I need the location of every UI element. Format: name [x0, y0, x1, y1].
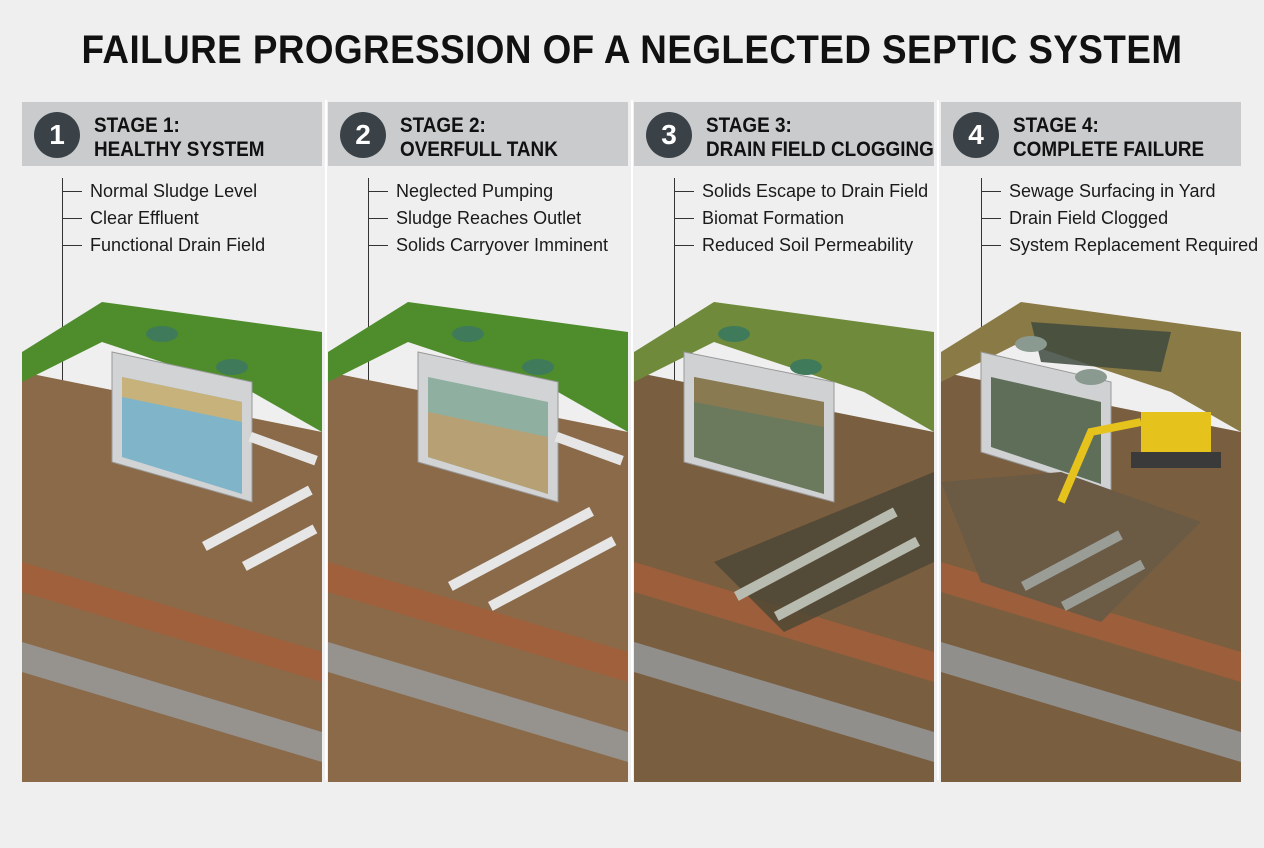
stage-panel-1: 1 STAGE 1: HEALTHY SYSTEM Normal Sludge …	[22, 102, 322, 782]
stage-number-badge: 1	[34, 112, 80, 158]
bullet-item: Neglected Pumping	[368, 178, 628, 205]
bullet-item: Reduced Soil Permeability	[674, 232, 934, 259]
stage-header: 3 STAGE 3: DRAIN FIELD CLOGGING	[634, 102, 934, 166]
stage-label-line1: STAGE 1:	[94, 114, 180, 137]
stage-label-line1: STAGE 3:	[706, 114, 792, 137]
stage-label: STAGE 4: COMPLETE FAILURE	[1013, 114, 1204, 162]
stage-label: STAGE 2: OVERFULL TANK	[400, 114, 558, 162]
bullet-item: Sewage Surfacing in Yard	[981, 178, 1241, 205]
stage-label: STAGE 1: HEALTHY SYSTEM	[94, 114, 264, 162]
panel-divider	[325, 100, 327, 780]
stage-bullets: Normal Sludge Level Clear Effluent Funct…	[62, 178, 322, 259]
septic-cross-section-illustration	[634, 302, 934, 782]
bullet-item: Solids Escape to Drain Field	[674, 178, 934, 205]
stage-label-line2: HEALTHY SYSTEM	[94, 138, 265, 161]
stage-number-badge: 3	[646, 112, 692, 158]
panel-divider	[937, 100, 939, 780]
bullet-item: System Replacement Required	[981, 232, 1258, 259]
bullet-item: Solids Carryover Imminent	[368, 232, 628, 259]
septic-cross-section-illustration	[941, 302, 1241, 782]
panel-divider	[631, 100, 633, 780]
stage-label: STAGE 3: DRAIN FIELD CLOGGING	[706, 114, 934, 162]
sewage-pool	[1031, 322, 1171, 372]
stage-panel-3: 3 STAGE 3: DRAIN FIELD CLOGGING Solids E…	[634, 102, 934, 782]
stage-label-line2: OVERFULL TANK	[400, 138, 558, 161]
stage-number-badge: 2	[340, 112, 386, 158]
stage-panel-4: 4 STAGE 4: COMPLETE FAILURE Sewage Surfa…	[941, 102, 1258, 782]
stage-label-line2: COMPLETE FAILURE	[1013, 138, 1205, 161]
bullet-item: Clear Effluent	[62, 205, 322, 232]
stage-bullets: Sewage Surfacing in Yard Drain Field Clo…	[981, 178, 1258, 259]
grass-surface	[634, 302, 934, 432]
stage-header: 4 STAGE 4: COMPLETE FAILURE	[941, 102, 1241, 166]
leader-line	[674, 178, 675, 402]
stage-label-line1: STAGE 2:	[400, 114, 486, 137]
grass-surface	[328, 302, 628, 432]
bullet-item: Biomat Formation	[674, 205, 934, 232]
stage-label-line1: STAGE 4:	[1013, 114, 1099, 137]
stage-panel-2: 2 STAGE 2: OVERFULL TANK Neglected Pumpi…	[328, 102, 628, 782]
bullet-item: Functional Drain Field	[62, 232, 322, 259]
bullet-item: Drain Field Clogged	[981, 205, 1241, 232]
stage-bullets: Neglected Pumping Sludge Reaches Outlet …	[368, 178, 628, 259]
bullet-item: Normal Sludge Level	[62, 178, 322, 205]
stage-header: 2 STAGE 2: OVERFULL TANK	[328, 102, 628, 166]
leader-line	[981, 178, 982, 352]
stage-label-line2: DRAIN FIELD CLOGGING	[706, 138, 934, 161]
septic-cross-section-illustration	[328, 302, 628, 782]
leader-line	[368, 178, 369, 402]
excavator	[1141, 412, 1211, 452]
page-title: FAILURE PROGRESSION OF A NEGLECTED SEPTI…	[81, 28, 1183, 72]
bullet-item: Sludge Reaches Outlet	[368, 205, 628, 232]
septic-cross-section-illustration	[22, 302, 322, 782]
stage-bullets: Solids Escape to Drain Field Biomat Form…	[674, 178, 934, 259]
grass-surface	[22, 302, 322, 432]
stage-number-badge: 4	[953, 112, 999, 158]
leader-line	[62, 178, 63, 402]
stage-header: 1 STAGE 1: HEALTHY SYSTEM	[22, 102, 322, 166]
